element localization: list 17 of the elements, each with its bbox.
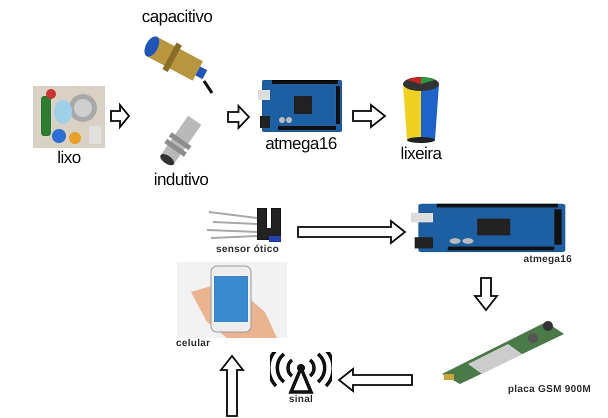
node-label: lixo (57, 148, 81, 168)
node-label: atmega16 (523, 254, 572, 266)
node-label: sinal (288, 394, 314, 406)
block-arrow (297, 219, 406, 245)
block-arrow (352, 103, 386, 129)
block-arrow (338, 367, 413, 393)
block-arrow (110, 102, 130, 130)
node-label: celular (176, 338, 210, 350)
node-label: capacitivo (142, 7, 212, 27)
node-label: indutivo (154, 170, 208, 190)
block-arrow (473, 277, 499, 312)
block-arrow (219, 354, 245, 417)
block-arrow (227, 104, 250, 130)
node-label: placa GSM 900M (508, 384, 591, 396)
node-label: atmega16 (265, 134, 337, 154)
node-label: sensor ótico (216, 244, 280, 256)
node-label: lixeira (400, 144, 442, 164)
